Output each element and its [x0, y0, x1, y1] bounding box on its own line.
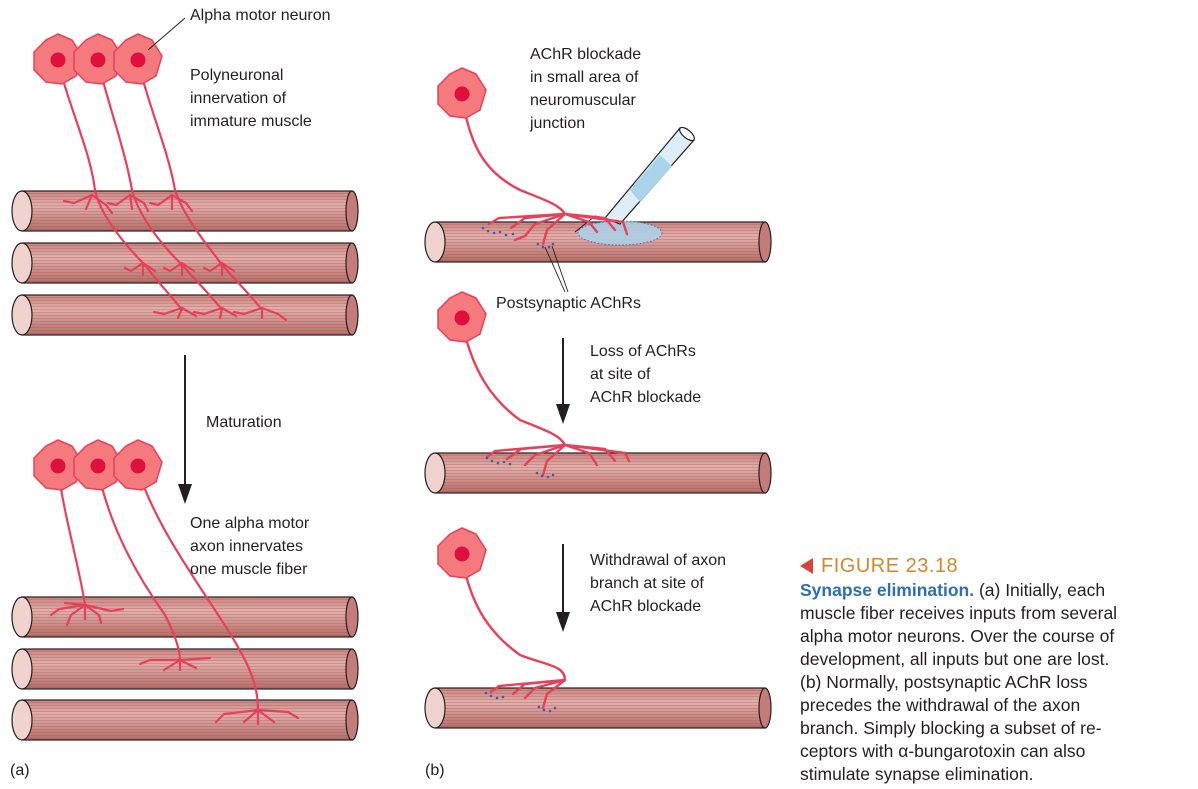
label-withdrawal: Withdrawal of axon branch at site of ACh…: [590, 552, 727, 615]
figure-number: FIGURE 23.18: [800, 555, 1192, 578]
muscle-fiber: [424, 687, 772, 729]
triangle-left-icon: [800, 558, 813, 574]
label-maturation: Maturation: [206, 414, 282, 431]
leader-lines: [544, 245, 569, 293]
postsynaptic-achrs: [484, 691, 557, 713]
pipette-icon: [574, 126, 695, 233]
label-achr-blockade: AChR blockade in small area of neuromusc…: [530, 46, 642, 132]
caption-line: (b) Normally, postsynaptic AChR loss: [800, 672, 1088, 692]
caption-line: ceptors with α-bungarotoxin can also: [800, 741, 1086, 761]
panel-b-loss: [424, 291, 772, 494]
panel-b-withdrawal: [424, 527, 772, 729]
axon: [460, 320, 631, 477]
neuron-cell-body: [437, 527, 487, 579]
panel-a-mature: [11, 439, 359, 741]
panel-a-immature: [11, 17, 359, 336]
neuron-cell-body: [113, 439, 163, 491]
neuron-cell-body: [437, 67, 487, 119]
neuron-cell-body: [437, 291, 487, 343]
muscle-fiber: [11, 294, 359, 336]
caption-line: branch. Simply blocking a subset of re-: [800, 718, 1102, 738]
postsynaptic-achrs: [481, 226, 555, 249]
muscle-fiber: [424, 452, 772, 494]
caption-line: development, all inputs but one are lost…: [800, 649, 1110, 669]
caption-line: alpha motor neurons. Over the course of: [800, 626, 1115, 646]
panel-b-blockade: [424, 67, 772, 293]
axon: [460, 96, 629, 246]
muscle-fiber: [11, 648, 359, 690]
leader-line: [147, 17, 186, 51]
loss-arrow: [556, 338, 570, 424]
label-one-alpha: One alpha motor axon innervates one musc…: [190, 515, 310, 578]
caption-line: (a) Initially, each: [974, 580, 1106, 600]
figure-caption: FIGURE 23.18 Synapse elimination. (a) In…: [800, 555, 1192, 786]
axon: [460, 556, 567, 710]
neuron-cell-body: [113, 33, 163, 85]
label-postsynaptic-achrs: Postsynaptic AChRs: [496, 295, 641, 312]
caption-title: Synapse elimination.: [800, 580, 975, 600]
label-loss: Loss of AChRs at site of AChR blockade: [590, 343, 702, 406]
axons: [56, 60, 288, 322]
panel-label-a: (a): [10, 762, 30, 779]
label-polyneuronal: Polyneuronal innervation of immature mus…: [190, 67, 312, 130]
muscle-fiber: [11, 699, 359, 741]
muscle-fiber: [11, 242, 359, 284]
maturation-arrow: [178, 355, 192, 504]
caption-line: precedes the withdrawal of the axon: [800, 695, 1081, 715]
postsynaptic-achrs: [485, 456, 555, 479]
panel-label-b: (b): [425, 762, 445, 779]
caption-line: stimulate synapse elimination.: [800, 764, 1034, 784]
label-alpha-motor-neuron: Alpha motor neuron: [190, 7, 331, 24]
caption-line: muscle fiber receives inputs from severa…: [800, 603, 1118, 623]
withdrawal-arrow: [556, 544, 570, 632]
